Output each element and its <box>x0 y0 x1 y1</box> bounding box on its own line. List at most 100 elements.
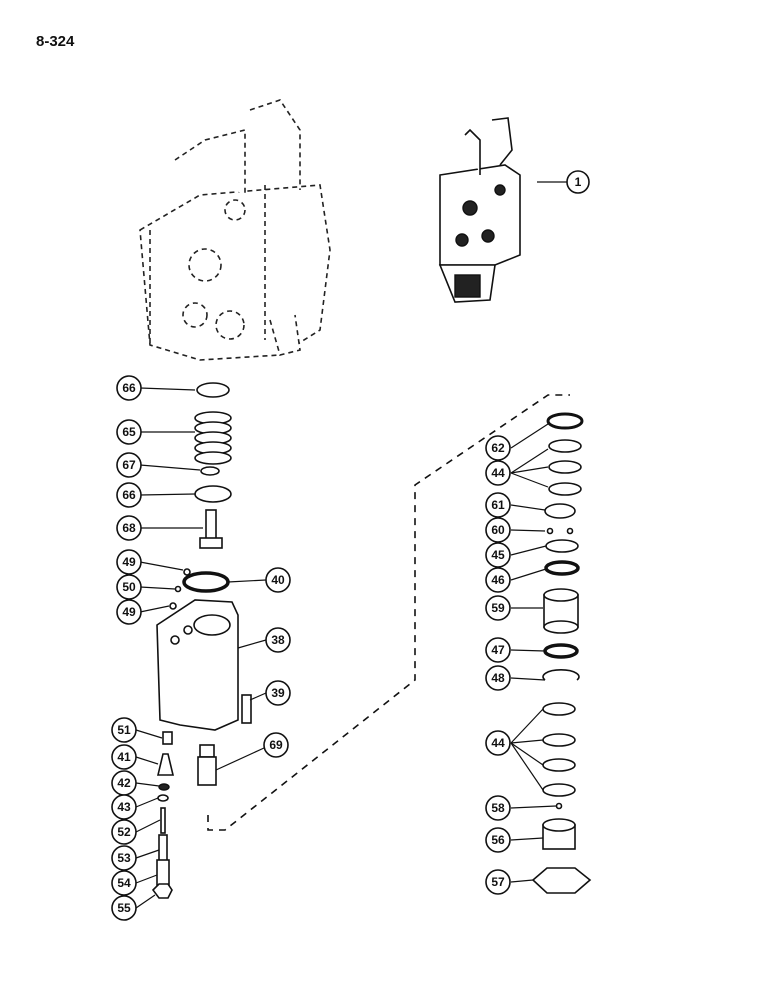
svg-text:42: 42 <box>117 776 131 790</box>
ball-small <box>555 802 563 810</box>
retaining-ring <box>542 669 580 681</box>
callout-45: 45 <box>485 542 511 568</box>
svg-text:38: 38 <box>271 633 285 647</box>
svg-text:43: 43 <box>117 800 131 814</box>
svg-text:58: 58 <box>491 801 505 815</box>
callout-49-top: 49 <box>116 549 142 575</box>
callout-61: 61 <box>485 492 511 518</box>
svg-text:39: 39 <box>271 686 285 700</box>
washer <box>200 466 220 476</box>
svg-text:45: 45 <box>491 548 505 562</box>
callout-39: 39 <box>265 680 291 706</box>
spacer <box>544 503 576 519</box>
callout-66-top: 66 <box>116 375 142 401</box>
callout-56: 56 <box>485 827 511 853</box>
washer-3 <box>548 482 582 496</box>
pin <box>160 807 166 834</box>
o-ring-small-bottom <box>169 602 177 610</box>
svg-text:65: 65 <box>122 425 136 439</box>
ball-right <box>566 527 574 535</box>
callout-40: 40 <box>265 567 291 593</box>
svg-text:48: 48 <box>491 671 505 685</box>
adjusting-screw <box>156 859 170 886</box>
svg-text:66: 66 <box>122 488 136 502</box>
svg-text:57: 57 <box>491 875 505 889</box>
washer-7 <box>542 783 576 797</box>
washer-6 <box>542 758 576 772</box>
svg-text:54: 54 <box>117 876 131 890</box>
svg-text:49: 49 <box>122 605 136 619</box>
o-ring-large <box>182 571 230 593</box>
leader-lines <box>135 181 568 909</box>
callout-41: 41 <box>111 744 137 770</box>
ring-top <box>546 412 584 430</box>
callout-60: 60 <box>485 517 511 543</box>
svg-text:60: 60 <box>491 523 505 537</box>
callout-57: 57 <box>485 869 511 895</box>
valve-assembly <box>438 117 521 303</box>
screw <box>241 694 252 724</box>
callout-59: 59 <box>485 595 511 621</box>
piston <box>543 588 579 634</box>
valve-housing-outline <box>139 99 331 361</box>
relief-valve-cartridge <box>197 744 217 786</box>
o-ring-2 <box>543 643 579 659</box>
svg-text:62: 62 <box>491 441 505 455</box>
svg-text:66: 66 <box>122 381 136 395</box>
callout-49-bottom: 49 <box>116 599 142 625</box>
seal <box>158 783 170 791</box>
svg-text:49: 49 <box>122 555 136 569</box>
svg-text:59: 59 <box>491 601 505 615</box>
spool-end <box>199 509 223 549</box>
plug <box>162 731 173 745</box>
callout-44-bottom: 44 <box>485 730 511 756</box>
callout-67: 67 <box>116 452 142 478</box>
callout-42: 42 <box>111 770 137 796</box>
svg-text:44: 44 <box>491 466 505 480</box>
callout-38: 38 <box>265 627 291 653</box>
spring-seat-top <box>196 382 230 398</box>
callout-52: 52 <box>111 819 137 845</box>
nut <box>151 883 173 899</box>
svg-text:1: 1 <box>575 175 582 189</box>
callout-62: 62 <box>485 435 511 461</box>
svg-text:52: 52 <box>117 825 131 839</box>
ball-left <box>546 527 554 535</box>
callout-66-bottom: 66 <box>116 482 142 508</box>
callout-1: 1 <box>566 170 590 194</box>
connection-line <box>207 394 570 831</box>
washer-4 <box>542 702 576 716</box>
svg-text:53: 53 <box>117 851 131 865</box>
spring-seat-bottom <box>194 485 232 503</box>
backup-ring <box>157 794 169 802</box>
svg-text:68: 68 <box>122 521 136 535</box>
svg-text:56: 56 <box>491 833 505 847</box>
callout-50: 50 <box>116 574 142 600</box>
callout-58: 58 <box>485 795 511 821</box>
svg-text:46: 46 <box>491 573 505 587</box>
callout-47: 47 <box>485 637 511 663</box>
hex-nut <box>531 867 592 894</box>
callout-69: 69 <box>263 732 289 758</box>
spool-housing <box>156 599 239 731</box>
svg-text:69: 69 <box>269 738 283 752</box>
callout-55: 55 <box>111 895 137 921</box>
svg-text:55: 55 <box>117 901 131 915</box>
svg-text:47: 47 <box>491 643 505 657</box>
callout-46: 46 <box>485 567 511 593</box>
callout-53: 53 <box>111 845 137 871</box>
callout-43: 43 <box>111 794 137 820</box>
o-ring-small-top <box>183 568 191 576</box>
svg-text:41: 41 <box>117 750 131 764</box>
callout-68: 68 <box>116 515 142 541</box>
washer-2 <box>548 460 582 474</box>
svg-text:61: 61 <box>491 498 505 512</box>
callout-48: 48 <box>485 665 511 691</box>
callout-54: 54 <box>111 870 137 896</box>
page-number: 8-324 <box>36 33 75 50</box>
spring <box>194 411 232 465</box>
svg-text:50: 50 <box>122 580 136 594</box>
poppet <box>156 753 175 776</box>
ball <box>174 585 182 593</box>
